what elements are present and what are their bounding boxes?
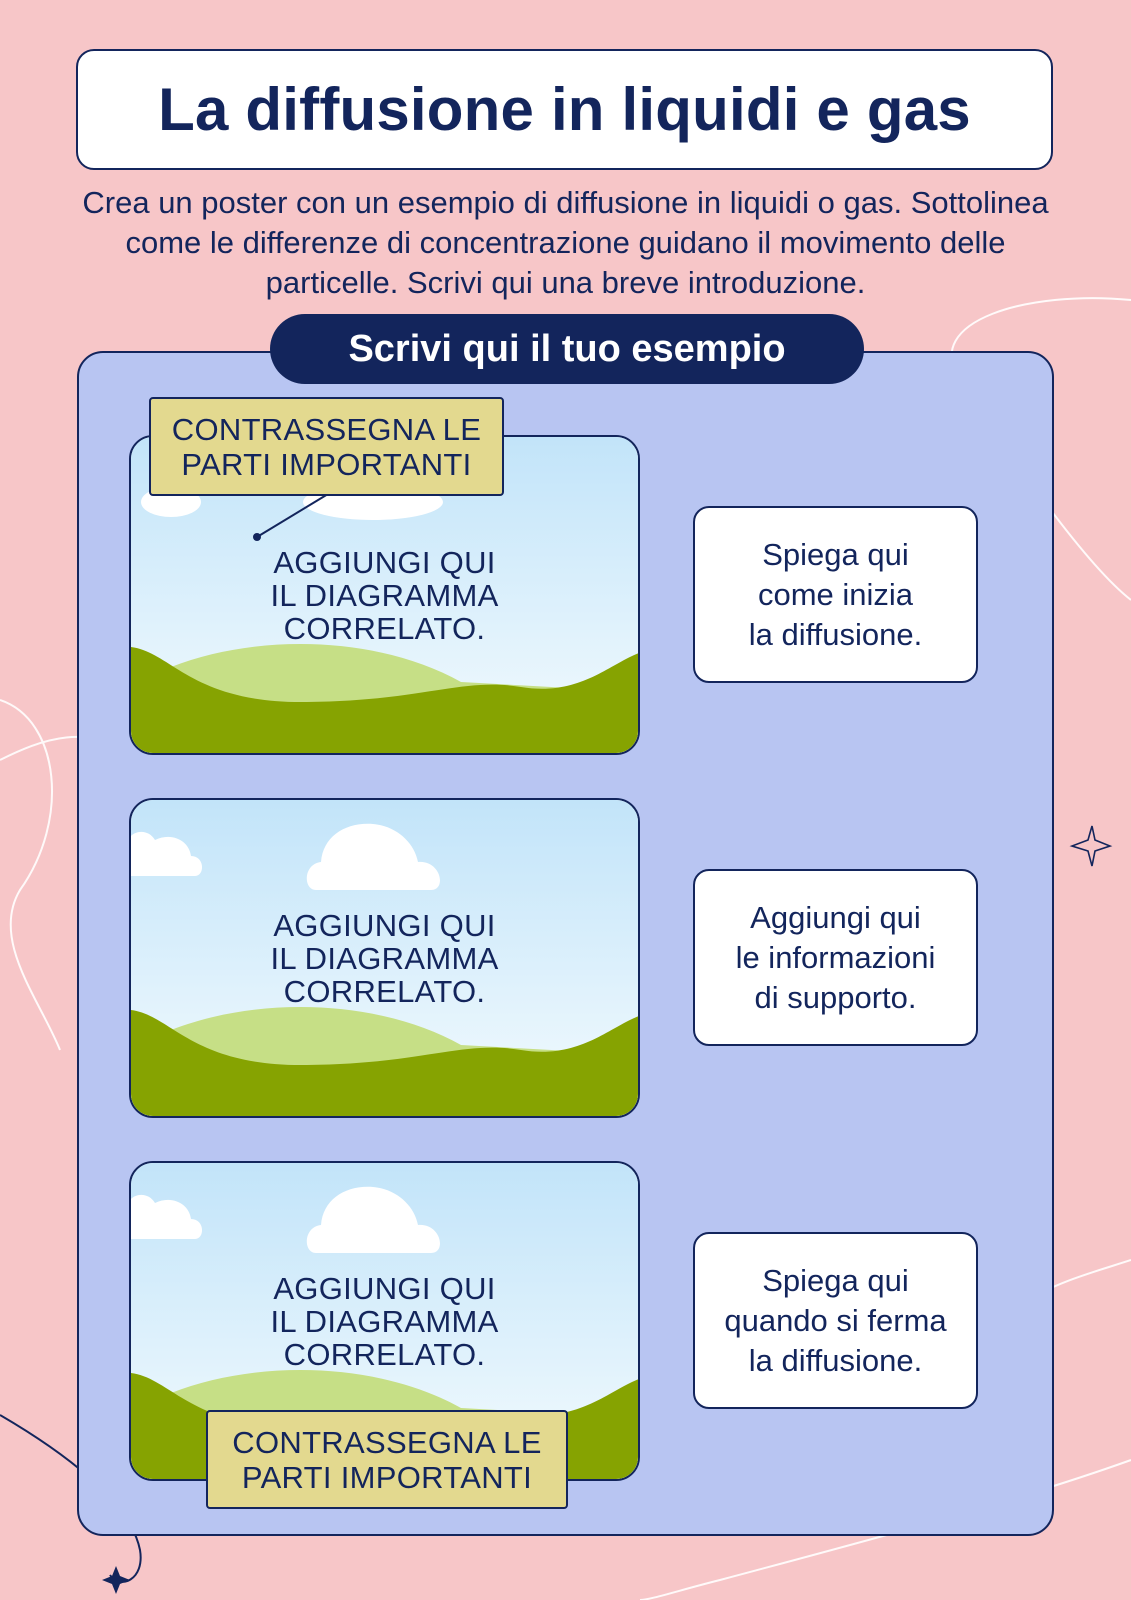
info-card-text: Spiega qui quando si ferma la diffusione… bbox=[724, 1262, 947, 1378]
label-tag-text: CONTRASSEGNA LE PARTI IMPORTANTI bbox=[171, 411, 482, 482]
diagram-placeholder-text: AGGIUNGI QUI IL DIAGRAMMA CORRELATO. bbox=[270, 1271, 499, 1372]
info-card-2[interactable]: Aggiungi qui le informazioni di supporto… bbox=[693, 869, 978, 1046]
cloud-icon bbox=[131, 823, 440, 890]
diagram-placeholder-text: AGGIUNGI QUI IL DIAGRAMMA CORRELATO. bbox=[270, 545, 499, 646]
diagram-placeholder-2[interactable]: AGGIUNGI QUI IL DIAGRAMMA CORRELATO. bbox=[129, 798, 640, 1118]
info-card-3[interactable]: Spiega qui quando si ferma la diffusione… bbox=[693, 1232, 978, 1409]
section-heading: Scrivi qui il tuo esempio bbox=[348, 327, 786, 370]
page-title: La diffusione in liquidi e gas bbox=[158, 76, 971, 143]
info-card-1[interactable]: Spiega qui come inizia la diffusione. bbox=[693, 506, 978, 683]
label-tag-text: CONTRASSEGNA LE PARTI IMPORTANTI bbox=[232, 1424, 542, 1495]
info-card-text: Aggiungi qui le informazioni di supporto… bbox=[735, 899, 936, 1015]
section-heading-pill: Scrivi qui il tuo esempio bbox=[270, 314, 864, 384]
diagram-placeholder-text: AGGIUNGI QUI IL DIAGRAMMA CORRELATO. bbox=[270, 908, 499, 1009]
cloud-icon bbox=[131, 1186, 440, 1253]
landscape-image bbox=[131, 800, 638, 1116]
label-tag-1[interactable]: CONTRASSEGNA LE PARTI IMPORTANTI bbox=[149, 397, 504, 496]
intro-text: Crea un poster con un esempio di diffusi… bbox=[82, 185, 1049, 300]
info-card-text: Spiega qui come inizia la diffusione. bbox=[748, 536, 923, 652]
label-tag-2[interactable]: CONTRASSEGNA LE PARTI IMPORTANTI bbox=[206, 1410, 568, 1509]
title-box: La diffusione in liquidi e gas bbox=[76, 49, 1053, 170]
